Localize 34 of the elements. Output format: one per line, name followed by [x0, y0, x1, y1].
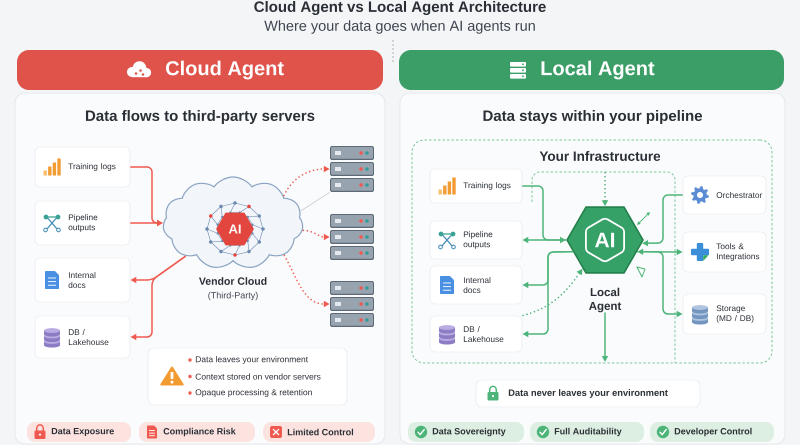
title: Cloud Agent vs Local Agent Architecture: [254, 0, 546, 16]
server-rack: [330, 214, 374, 260]
service-box: Storage (MD / DB): [682, 294, 766, 334]
list-item: Data leaves your environment: [196, 356, 308, 364]
server-rack: [330, 281, 374, 327]
source-box: Pipeline outputs: [34, 200, 130, 246]
list-item: Context stored on vendor servers: [196, 373, 321, 380]
subtitle: Where your data goes when AI agents run: [264, 20, 535, 34]
source-box: Internal docs: [34, 258, 130, 302]
source-box: Training logs: [430, 168, 522, 204]
header-band: Local Agent: [399, 50, 784, 90]
node-label: (Third-Party): [208, 292, 258, 300]
service-box: Orchestrator: [682, 176, 766, 214]
source-box: Pipeline outputs: [430, 220, 522, 260]
badge: Data Sovereignty: [408, 422, 524, 442]
server-rack: [330, 146, 374, 192]
list-item: Opaque processing & retention: [196, 389, 312, 397]
message-box: Data never leaves your environment: [476, 380, 700, 408]
source-box: DB / Lakehouse: [34, 316, 130, 358]
hexagon: AI: [216, 212, 254, 246]
node-label: Vendor Cloud: [198, 277, 266, 285]
source-box: DB / Lakehouse: [430, 316, 522, 352]
service-box: Tools & Integrations: [682, 232, 766, 272]
badge: Limited Control: [263, 422, 375, 442]
connector-line: [300, 192, 330, 212]
header-band: Cloud Agent: [17, 50, 383, 90]
badge: Compliance Risk: [139, 422, 255, 442]
source-box: Training logs: [34, 146, 130, 188]
source-box: Internal docs: [430, 266, 522, 304]
badge: Data Exposure: [27, 422, 131, 442]
badge: Developer Control: [650, 422, 774, 442]
badge: Full Auditability: [530, 422, 644, 442]
hexagon: AI: [566, 206, 644, 274]
node-label: Local Agent: [589, 288, 622, 312]
